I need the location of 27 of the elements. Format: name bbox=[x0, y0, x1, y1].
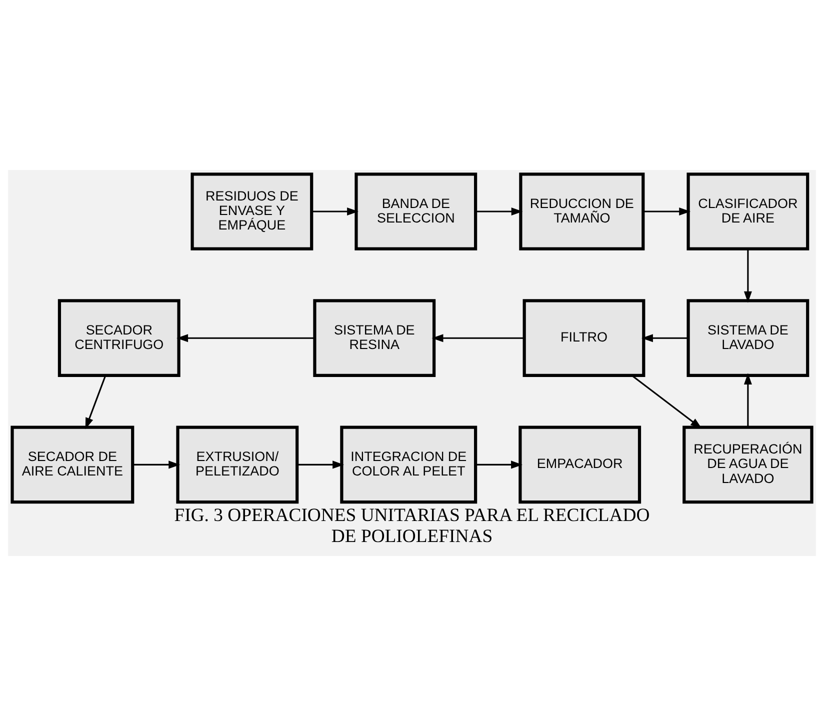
node-box: RESIDUOS DE ENVASE Y EMPÁQUE bbox=[190, 172, 314, 250]
arrow bbox=[642, 334, 688, 342]
node-box: FILTRO bbox=[522, 298, 646, 376]
arrow bbox=[744, 372, 752, 427]
node-box: SECADOR CENTRIFUGO bbox=[58, 298, 180, 376]
node-box: BANDA DE SELECCION bbox=[354, 172, 478, 250]
arrow bbox=[85, 374, 106, 429]
arrow bbox=[297, 460, 344, 468]
node-box: SISTEMA DE LAVADO bbox=[686, 298, 810, 376]
node-box: REDUCCION DE TAMAÑO bbox=[519, 172, 645, 250]
node-box: INTEGRACION DE COLOR AL PELET bbox=[340, 425, 478, 504]
arrow bbox=[476, 460, 522, 468]
arrow bbox=[476, 207, 523, 215]
node-box: RECUPERACIÓN DE AGUA DE LAVADO bbox=[682, 425, 814, 504]
arrow bbox=[744, 248, 752, 302]
arrow bbox=[631, 374, 702, 428]
node-box: EXTRUSION/ PELETIZADO bbox=[176, 425, 299, 504]
arrow bbox=[132, 460, 180, 468]
node-box: SISTEMA DE RESINA bbox=[313, 298, 436, 376]
arrow bbox=[176, 334, 314, 342]
arrow bbox=[312, 207, 358, 215]
node-box: EMPACADOR bbox=[518, 425, 642, 504]
node-box: SECADOR DE AIRE CALIENTE bbox=[10, 425, 134, 504]
arrow bbox=[643, 207, 691, 215]
caption: FIG. 3 OPERACIONES UNITARIAS PARA EL RECICLADO DE POLIOLEFINAS bbox=[174, 504, 650, 546]
arrow bbox=[432, 334, 524, 342]
node-box: CLASIFICADOR DE AIRE bbox=[686, 172, 810, 250]
